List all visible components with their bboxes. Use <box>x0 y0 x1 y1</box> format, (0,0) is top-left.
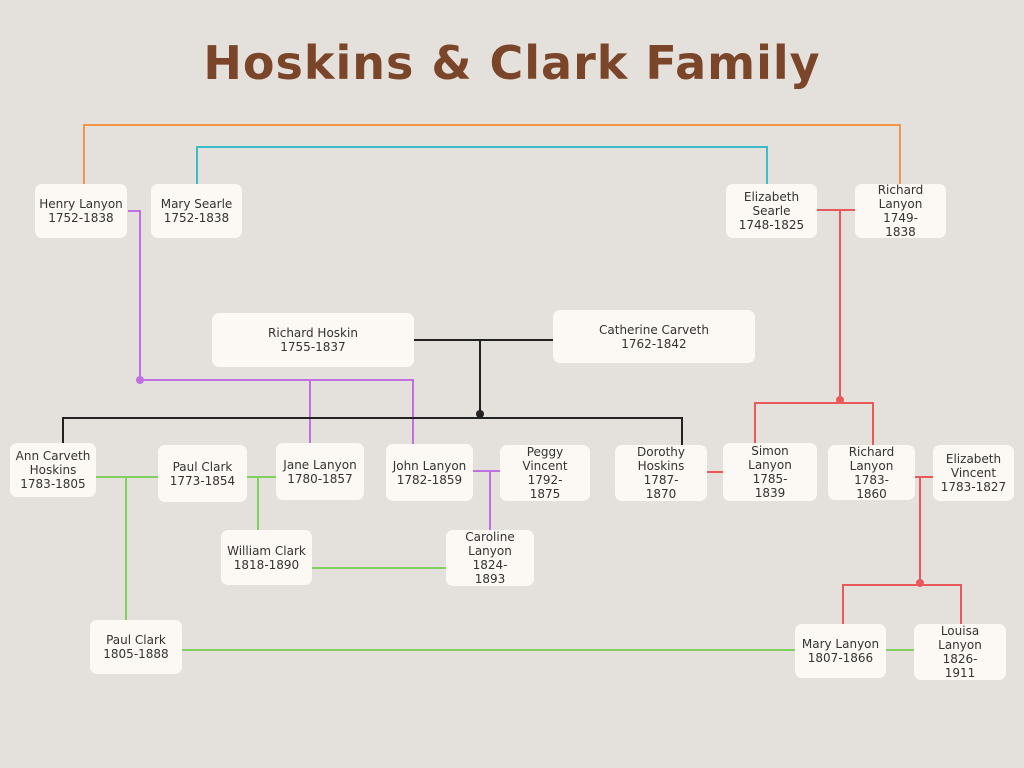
person-name: Richard Lanyon <box>877 183 924 211</box>
person-name: Richard Lanyon <box>848 444 895 473</box>
person-years: 1752-1838 <box>48 211 114 225</box>
person-name: Peggy Vincent <box>522 445 568 473</box>
person-name: Richard Hoskin <box>268 326 358 340</box>
person-years: 1782-1859 <box>396 472 463 487</box>
person-years: 1792-1875 <box>527 473 563 501</box>
person-years: 1807-1866 <box>807 651 874 665</box>
person-years: 1752-1838 <box>163 211 230 225</box>
person-name: John Lanyon <box>392 458 467 473</box>
person-name: William Clark <box>227 543 306 558</box>
person-name: Simon Lanyon <box>748 444 792 472</box>
person-name: Elizabeth Vincent <box>945 452 1002 480</box>
person-years: 1783-1805 <box>20 477 86 491</box>
junction-dot <box>476 410 484 418</box>
line-teal <box>196 146 768 184</box>
person-years: 1783-1827 <box>940 480 1007 494</box>
person-name: Ann Carveth Hoskins <box>15 449 91 477</box>
junction-dot <box>836 396 844 404</box>
person-name: Mary Searle <box>160 197 233 211</box>
person-years: 1785-1839 <box>752 472 788 500</box>
person-name: Catherine Carveth <box>599 322 709 337</box>
lines-black <box>62 339 683 445</box>
junction-dot <box>136 376 144 384</box>
person-years: 1818-1890 <box>233 557 300 572</box>
person-years: 1773-1854 <box>169 473 236 488</box>
lines-green <box>96 476 914 651</box>
page-title: Hoskins & Clark Family <box>203 36 821 90</box>
person-name: Jane Lanyon <box>283 457 357 472</box>
person-name: Louisa Lanyon <box>938 624 982 652</box>
person-years: 1826-1911 <box>942 652 978 680</box>
lines-red <box>707 209 962 624</box>
person-name: Dorothy Hoskins <box>636 445 685 473</box>
person-years: 1755-1837 <box>280 340 346 354</box>
person-name: Henry Lanyon <box>39 197 123 211</box>
person-years: 1780-1857 <box>287 471 353 486</box>
person-years: 1762-1842 <box>621 336 687 351</box>
person-years: 1783-1860 <box>854 472 889 501</box>
person-name: Paul Clark <box>106 633 166 647</box>
person-years: 1787-1870 <box>643 473 679 501</box>
person-years: 1748-1825 <box>738 218 805 232</box>
person-name: Caroline Lanyon <box>465 530 515 558</box>
line-orange <box>83 124 901 184</box>
junction-dot <box>916 579 924 587</box>
person-name: Paul Clark <box>172 459 233 474</box>
person-years: 1824-1893 <box>472 558 508 586</box>
person-name: Mary Lanyon <box>801 637 880 651</box>
person-years: 1805-1888 <box>103 647 169 661</box>
person-name: Elizabeth Searle <box>743 190 800 218</box>
person-years: 1749-1838 <box>883 211 918 239</box>
